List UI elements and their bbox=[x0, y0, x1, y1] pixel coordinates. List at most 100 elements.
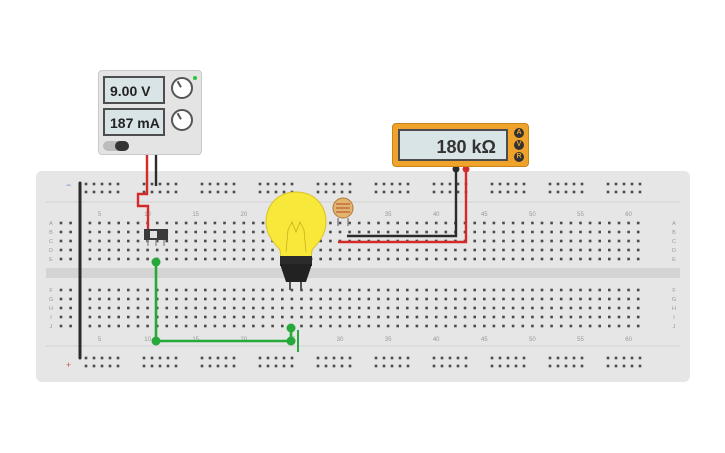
breadboard-hole[interactable] bbox=[223, 221, 226, 225]
breadboard-hole[interactable] bbox=[319, 248, 322, 252]
breadboard-hole[interactable] bbox=[559, 324, 563, 328]
breadboard-hole[interactable] bbox=[627, 297, 630, 301]
breadboard-hole[interactable] bbox=[117, 288, 120, 292]
breadboard-hole[interactable] bbox=[490, 356, 494, 360]
breadboard-hole[interactable] bbox=[242, 239, 246, 243]
breadboard-hole[interactable] bbox=[224, 182, 228, 186]
breadboard-hole[interactable] bbox=[266, 364, 270, 368]
breadboard-hole[interactable] bbox=[232, 356, 236, 360]
breadboard-hole[interactable] bbox=[232, 306, 236, 310]
breadboard-hole[interactable] bbox=[463, 248, 467, 252]
breadboard-hole[interactable] bbox=[550, 288, 553, 292]
breadboard-hole[interactable] bbox=[406, 248, 409, 252]
breadboard-hole[interactable] bbox=[174, 190, 178, 194]
breadboard-hole[interactable] bbox=[521, 221, 525, 225]
breadboard-hole[interactable] bbox=[492, 324, 496, 328]
breadboard-hole[interactable] bbox=[261, 248, 265, 252]
breadboard-hole[interactable] bbox=[382, 356, 386, 360]
breadboard-hole[interactable] bbox=[69, 324, 72, 328]
breadboard-hole[interactable] bbox=[617, 257, 621, 261]
breadboard-hole[interactable] bbox=[432, 190, 436, 194]
breadboard-hole[interactable] bbox=[456, 356, 460, 360]
breadboard-hole[interactable] bbox=[252, 239, 255, 243]
breadboard-hole[interactable] bbox=[425, 315, 428, 319]
breadboard-hole[interactable] bbox=[252, 324, 255, 328]
breadboard-hole[interactable] bbox=[274, 182, 278, 186]
breadboard-hole[interactable] bbox=[483, 324, 486, 328]
breadboard-hole[interactable] bbox=[223, 288, 226, 292]
breadboard-hole[interactable] bbox=[117, 257, 120, 261]
breadboard-hole[interactable] bbox=[606, 190, 610, 194]
breadboard-hole[interactable] bbox=[329, 257, 332, 261]
breadboard-hole[interactable] bbox=[213, 257, 217, 261]
breadboard-hole[interactable] bbox=[242, 257, 246, 261]
breadboard-hole[interactable] bbox=[511, 257, 515, 261]
breadboard-hole[interactable] bbox=[348, 182, 352, 186]
breadboard-hole[interactable] bbox=[627, 248, 630, 252]
breadboard-hole[interactable] bbox=[184, 257, 188, 261]
breadboard-hole[interactable] bbox=[98, 248, 101, 252]
breadboard-hole[interactable] bbox=[367, 306, 371, 310]
breadboard-hole[interactable] bbox=[92, 364, 96, 368]
breadboard-hole[interactable] bbox=[406, 288, 409, 292]
breadboard-hole[interactable] bbox=[184, 324, 188, 328]
breadboard-hole[interactable] bbox=[396, 306, 399, 310]
breadboard-hole[interactable] bbox=[107, 288, 111, 292]
breadboard-hole[interactable] bbox=[290, 315, 294, 319]
breadboard-hole[interactable] bbox=[127, 324, 130, 328]
breadboard-hole[interactable] bbox=[127, 257, 130, 261]
breadboard-hole[interactable] bbox=[386, 221, 390, 225]
breadboard-hole[interactable] bbox=[116, 182, 120, 186]
breadboard-hole[interactable] bbox=[261, 315, 265, 319]
breadboard-hole[interactable] bbox=[564, 190, 568, 194]
breadboard-hole[interactable] bbox=[490, 364, 494, 368]
breadboard-hole[interactable] bbox=[166, 364, 170, 368]
breadboard-hole[interactable] bbox=[579, 324, 582, 328]
breadboard-hole[interactable] bbox=[622, 182, 626, 186]
breadboard-hole[interactable] bbox=[107, 306, 111, 310]
breadboard-hole[interactable] bbox=[559, 315, 563, 319]
breadboard-hole[interactable] bbox=[390, 364, 394, 368]
breadboard-hole[interactable] bbox=[444, 230, 448, 234]
breadboard-hole[interactable] bbox=[155, 248, 159, 252]
breadboard-hole[interactable] bbox=[107, 239, 111, 243]
breadboard-hole[interactable] bbox=[556, 182, 560, 186]
breadboard-hole[interactable] bbox=[194, 257, 197, 261]
breadboard-hole[interactable] bbox=[84, 182, 88, 186]
breadboard-hole[interactable] bbox=[200, 182, 204, 186]
breadboard-hole[interactable] bbox=[258, 182, 262, 186]
breadboard-hole[interactable] bbox=[213, 297, 217, 301]
breadboard-hole[interactable] bbox=[271, 257, 274, 261]
breadboard-hole[interactable] bbox=[88, 324, 92, 328]
breadboard-hole[interactable] bbox=[100, 190, 104, 194]
breadboard-hole[interactable] bbox=[579, 239, 582, 243]
breadboard-hole[interactable] bbox=[588, 315, 592, 319]
breadboard-hole[interactable] bbox=[208, 364, 212, 368]
breadboard-hole[interactable] bbox=[194, 239, 197, 243]
breadboard-hole[interactable] bbox=[232, 257, 236, 261]
breadboard-hole[interactable] bbox=[406, 315, 409, 319]
breadboard-hole[interactable] bbox=[174, 364, 178, 368]
breadboard-hole[interactable] bbox=[367, 324, 371, 328]
breadboard-hole[interactable] bbox=[165, 239, 169, 243]
breadboard-hole[interactable] bbox=[415, 248, 419, 252]
breadboard-hole[interactable] bbox=[588, 257, 592, 261]
breadboard-hole[interactable] bbox=[340, 190, 344, 194]
breadboard-hole[interactable] bbox=[606, 356, 610, 360]
breadboard-hole[interactable] bbox=[107, 297, 111, 301]
breadboard-hole[interactable] bbox=[559, 297, 563, 301]
breadboard-hole[interactable] bbox=[377, 288, 380, 292]
breadboard-hole[interactable] bbox=[367, 257, 371, 261]
breadboard-hole[interactable] bbox=[502, 230, 505, 234]
breadboard-hole[interactable] bbox=[204, 248, 207, 252]
breadboard-hole[interactable] bbox=[367, 288, 371, 292]
breadboard-hole[interactable] bbox=[463, 257, 467, 261]
breadboard-hole[interactable] bbox=[382, 182, 386, 186]
breadboard-hole[interactable] bbox=[175, 248, 178, 252]
breadboard-hole[interactable] bbox=[492, 315, 496, 319]
breadboard-hole[interactable] bbox=[498, 356, 502, 360]
breadboard-hole[interactable] bbox=[396, 257, 399, 261]
breadboard-hole[interactable] bbox=[548, 190, 552, 194]
breadboard-hole[interactable] bbox=[146, 297, 149, 301]
breadboard-hole[interactable] bbox=[204, 230, 207, 234]
